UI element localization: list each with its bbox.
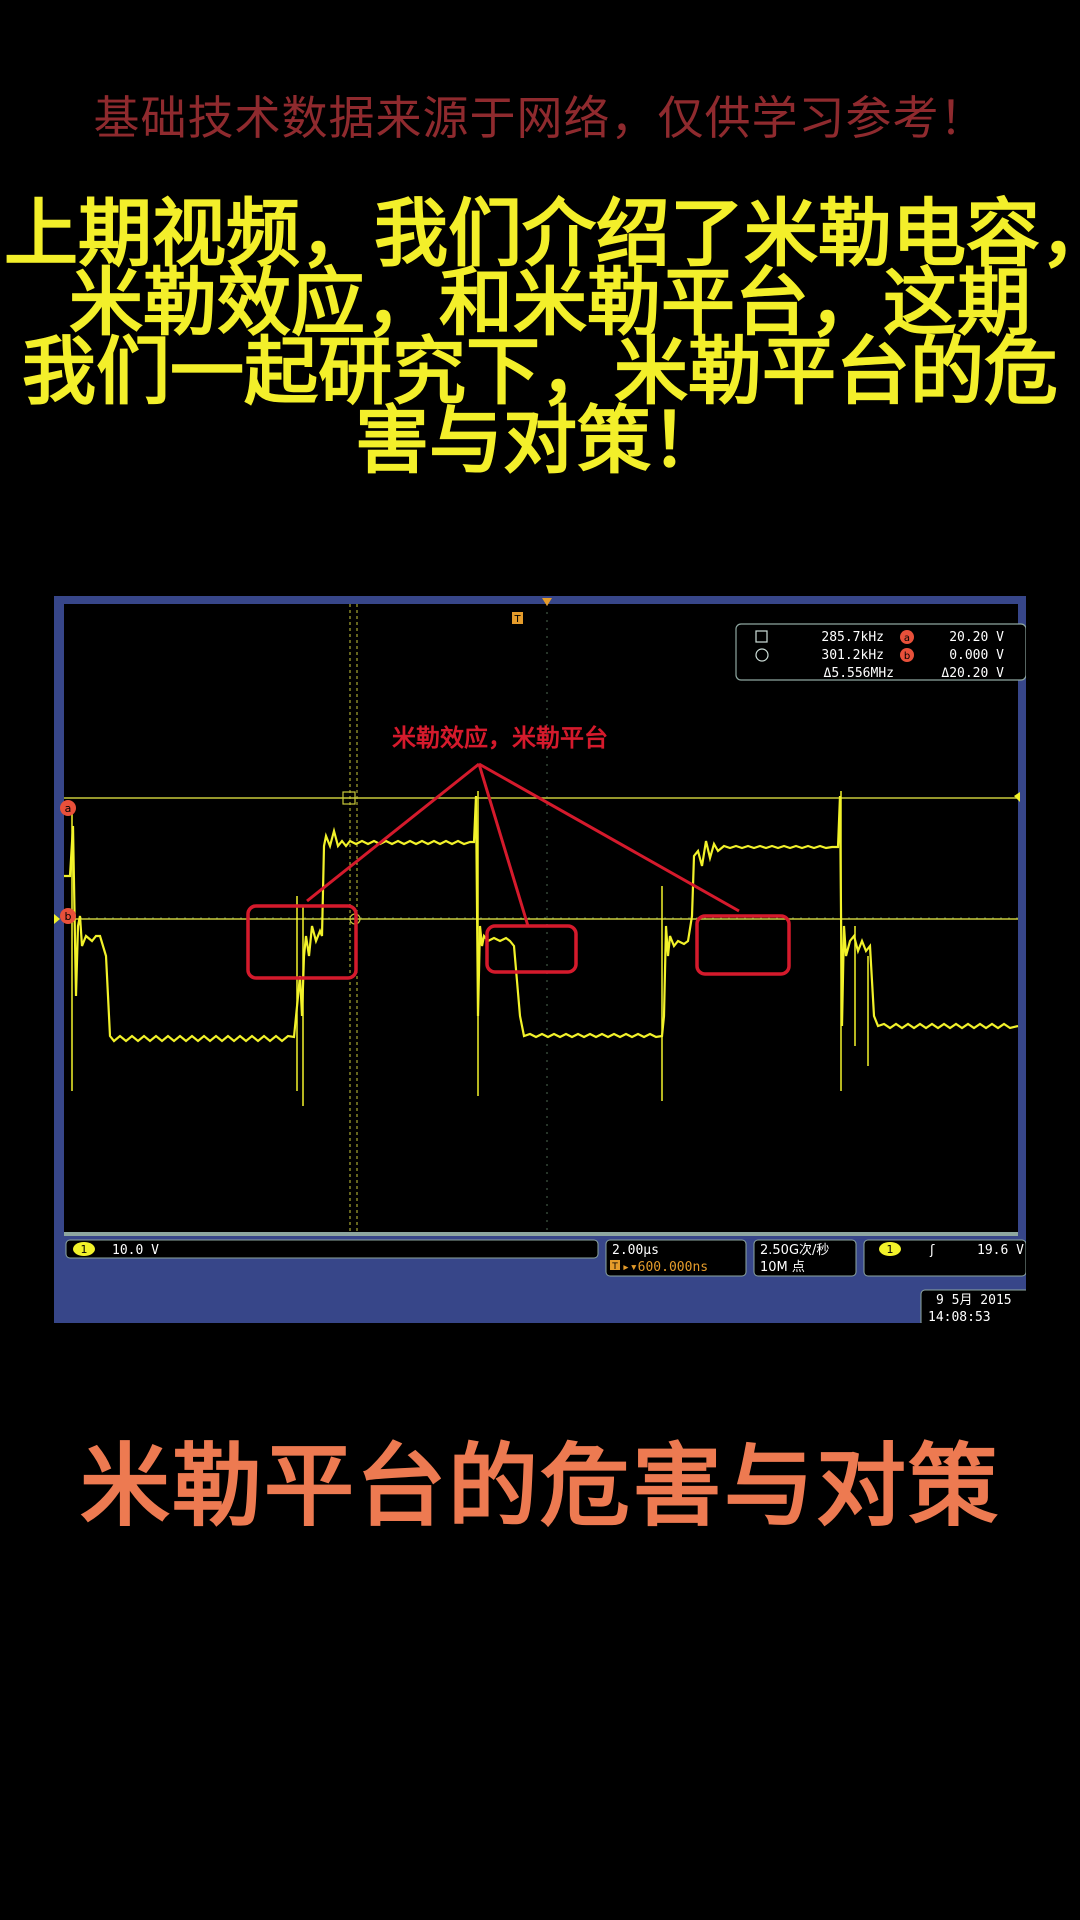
cursor-b-badge-label: b bbox=[904, 651, 910, 662]
oscilloscope-screenshot: a b T 285.7kHz 301.2kHz Δ5.556MHz a b 20… bbox=[54, 596, 1026, 1323]
trigger-channel-badge bbox=[879, 1242, 901, 1256]
oscilloscope-display: a b T 285.7kHz 301.2kHz Δ5.556MHz a b 20… bbox=[54, 596, 1026, 1323]
channel1-badge bbox=[73, 1242, 95, 1256]
trigger-channel-label: 1 bbox=[887, 1243, 894, 1256]
intro-paragraph: 上期视频，我们介绍了米勒电容， 米勒效应，和米勒平台，这期 我们一起研究下，米勒… bbox=[0, 191, 1080, 484]
trigger-position-label: T bbox=[513, 614, 521, 625]
disclaimer-text: 基础技术数据来源于网络，仅供学习参考！ bbox=[93, 91, 987, 145]
menu-tab-right[interactable] bbox=[930, 596, 1026, 604]
trigger-box[interactable] bbox=[863, 1239, 1026, 1277]
readout-freq1: 285.7kHz bbox=[821, 630, 884, 645]
annotation-pointers bbox=[306, 762, 740, 927]
readout-volt-b: 0.000 V bbox=[949, 648, 1004, 663]
datetime-box bbox=[920, 1289, 1026, 1323]
cursor-a-marker[interactable] bbox=[60, 800, 76, 816]
plot-area bbox=[64, 604, 1018, 1232]
trigger-level-marker[interactable] bbox=[1014, 792, 1020, 802]
trigger-position: ▸▾600.000ns bbox=[622, 1260, 708, 1275]
acquisition-box[interactable] bbox=[753, 1239, 857, 1277]
waveform-spikes bbox=[71, 791, 869, 1106]
channel-scale: 10.0 V bbox=[112, 1243, 159, 1258]
cursor-readout-panel bbox=[735, 623, 1026, 681]
readout-freq2: 301.2kHz bbox=[821, 648, 884, 663]
cursor-square-marker bbox=[342, 791, 356, 805]
cursor-a-badge bbox=[900, 630, 914, 644]
time: 14:08:53 bbox=[928, 1310, 991, 1323]
ground-level-marker[interactable] bbox=[54, 914, 60, 924]
trigger-slope-icon: ʃ bbox=[929, 1243, 935, 1258]
intro-line: 我们一起研究下，米勒平台的危 bbox=[22, 329, 1058, 415]
readout-volt-a: 20.20 V bbox=[949, 630, 1004, 645]
intro-line: 米勒效应，和米勒平台，这期 bbox=[69, 260, 1031, 346]
intro-line: 上期视频，我们介绍了米勒电容， bbox=[4, 191, 1080, 277]
cursor-a-badge-label: a bbox=[904, 633, 910, 644]
date: 9 5月 2015 bbox=[936, 1293, 1012, 1308]
trigger-pos-tag bbox=[610, 1260, 620, 1270]
status-divider bbox=[64, 1232, 1018, 1236]
circle-cursor-icon bbox=[755, 648, 769, 662]
channel-scale-box[interactable] bbox=[65, 1239, 599, 1259]
trigger-position-marker[interactable] bbox=[512, 612, 523, 624]
trigger-pos-tag-label: T bbox=[611, 1262, 618, 1272]
trigger-level: 19.6 V bbox=[977, 1243, 1024, 1258]
readout-delta-freq: Δ5.556MHz bbox=[824, 666, 894, 681]
menu-tab[interactable] bbox=[54, 596, 162, 604]
square-cursor-icon bbox=[755, 630, 768, 643]
timebase-box[interactable] bbox=[605, 1239, 747, 1277]
intro-line: 害与对策！ bbox=[355, 398, 725, 484]
miller-annotation-text: 米勒效应，米勒平台 bbox=[392, 724, 608, 752]
trigger-top-arrow bbox=[542, 598, 552, 606]
cursor-a-label: a bbox=[65, 802, 72, 815]
channel1-badge-label: 1 bbox=[81, 1243, 88, 1256]
timebase: 2.00µs bbox=[612, 1243, 659, 1258]
cursor-b-badge bbox=[900, 648, 914, 662]
waveform-trace bbox=[64, 795, 1019, 1043]
readout-delta-volt: Δ20.20 V bbox=[941, 666, 1004, 681]
miller-plateau-highlights bbox=[246, 904, 791, 980]
cursor-b-marker[interactable] bbox=[60, 908, 76, 924]
sample-rate: 2.50G次/秒 bbox=[760, 1242, 829, 1258]
cursor-b-label: b bbox=[65, 910, 72, 923]
record-length: 10M 点 bbox=[760, 1260, 805, 1275]
video-title: 米勒平台的危害与对策 bbox=[80, 1434, 1000, 1539]
